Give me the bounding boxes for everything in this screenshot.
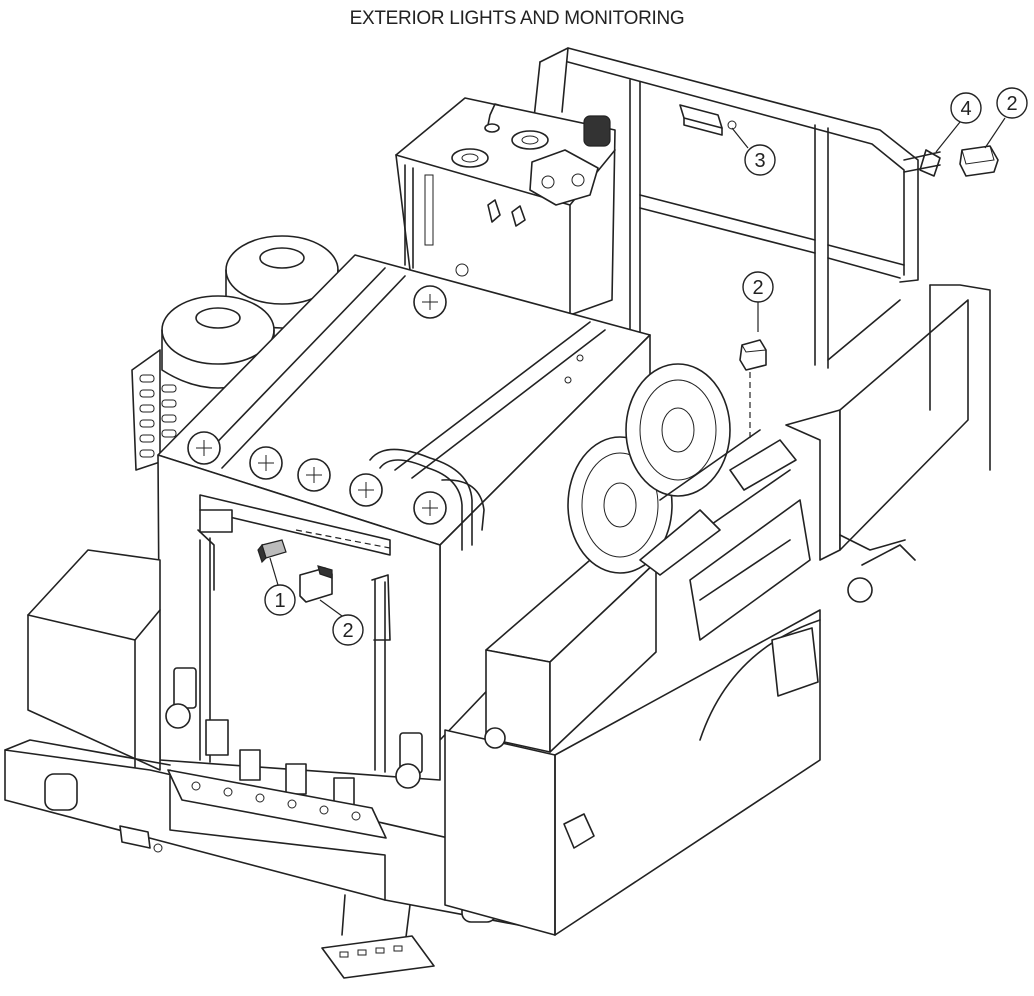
rack-light-3 (679, 104, 723, 129)
main-machine-block (157, 254, 651, 809)
callout-2-rack-label: 2 (1006, 93, 1017, 115)
callout-1-circle (264, 584, 296, 616)
hose-reels (567, 363, 811, 641)
callout-2-front-label: 2 (342, 620, 353, 642)
callouts: 1 2 2 3 4 2 (264, 87, 1028, 646)
callout-2-front-circle (332, 614, 364, 646)
diagram-title: EXTERIOR LIGHTS AND MONITORING (349, 8, 685, 29)
callout-4-label: 4 (960, 98, 971, 120)
callout-3-circle (744, 144, 776, 176)
callout-3-label: 3 (754, 150, 765, 172)
callout-1-label: 1 (274, 590, 285, 612)
headache-rack (533, 47, 999, 369)
callout-4-circle (950, 92, 982, 124)
air-filters (131, 235, 339, 471)
bed-light (739, 339, 767, 440)
callout-2-rack-circle (996, 87, 1028, 119)
left-compartment (27, 549, 161, 771)
rack-light-2 (959, 145, 999, 177)
callout-2-bed-circle (742, 271, 774, 303)
hydraulic-tank (395, 97, 616, 316)
callout-2-bed-label: 2 (752, 277, 763, 299)
right-body (444, 284, 991, 936)
